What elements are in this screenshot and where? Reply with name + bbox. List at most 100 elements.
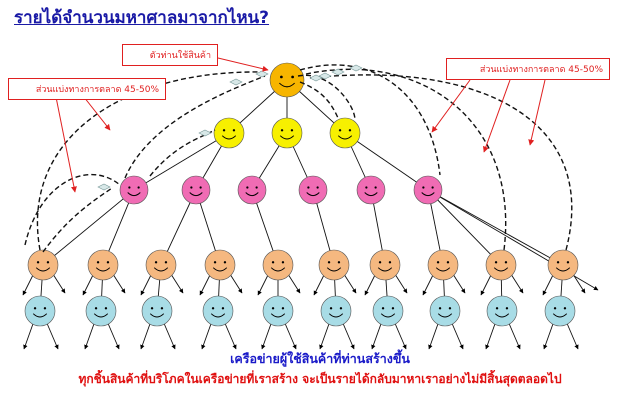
face-level-2 [298, 175, 328, 205]
link-arrow [565, 320, 579, 350]
smiley-face-icon [141, 295, 173, 327]
coin-marker [255, 70, 269, 78]
link-arrow [106, 320, 120, 350]
face-level-4 [202, 295, 234, 327]
smiley-face-icon [24, 295, 56, 327]
smiley-face-icon [262, 295, 294, 327]
face-level-1 [329, 117, 361, 149]
link-arrow [261, 320, 273, 350]
link-line [42, 189, 135, 266]
coin-marker [229, 78, 243, 86]
commission-arcs [24, 64, 573, 253]
smiley-face-icon [85, 295, 117, 327]
link-arrow [319, 320, 331, 350]
smiley-face-icon [202, 295, 234, 327]
link-arrow [283, 320, 297, 350]
face-level-1 [213, 117, 245, 149]
face-level-2 [119, 175, 149, 205]
arc-right-3 [309, 74, 573, 251]
face-level-3 [262, 249, 294, 281]
face-level-4 [486, 295, 518, 327]
link-arrow [428, 320, 440, 350]
face-level-4 [320, 295, 352, 327]
coin-marker [349, 64, 363, 72]
arrow-share-right-1 [431, 79, 471, 133]
smiley-face-icon [262, 249, 294, 281]
coin-marker [331, 68, 345, 76]
smiley-face-icon [27, 249, 59, 281]
coin-marker [309, 74, 323, 82]
link-arrow [507, 320, 521, 350]
smiley-face-icon [213, 117, 245, 149]
page-title: รายได้จำนวนมหาศาลมาจากไหน? [14, 8, 270, 28]
arc-left-low [24, 174, 121, 246]
arrow-share-right-3 [528, 79, 546, 146]
link-arrow [140, 320, 152, 350]
link-arrow [223, 320, 237, 350]
arc-right-l1b [299, 81, 339, 119]
smiley-face-icon [298, 175, 328, 205]
link-arrow [45, 320, 59, 350]
smiley-face-icon [320, 295, 352, 327]
face-level-3 [27, 249, 59, 281]
face-level-4 [544, 295, 576, 327]
caption-network: เครือข่ายผู้ใช้สินค้าที่ท่านสร้างขึ้น [230, 351, 410, 366]
arc-left-mid [124, 75, 266, 179]
smiley-face-icon [119, 175, 149, 205]
smiley-face-icon [547, 249, 579, 281]
callout-arrows [54, 57, 546, 193]
link-arrow [23, 320, 35, 350]
smiley-face-icon [356, 175, 386, 205]
arc-right-l1 [297, 74, 356, 121]
smiley-face-icon [318, 249, 350, 281]
arc-right-1 [299, 64, 441, 176]
link-arrow [84, 320, 96, 350]
link-arrow [371, 320, 383, 350]
face-level-2 [237, 175, 267, 205]
arc-right-2 [305, 68, 507, 251]
link-arrow [341, 320, 355, 350]
coin-marker [198, 129, 212, 137]
callout-share-right: ส่วนแบ่งทางการตลาด 45-50% [446, 58, 610, 80]
link-line [427, 189, 564, 266]
link-arrow [485, 320, 497, 350]
face-level-4 [372, 295, 404, 327]
link-line [427, 189, 502, 266]
smiley-face-icon [181, 175, 211, 205]
arc-l1-left [149, 129, 216, 177]
link-arrow [450, 320, 464, 350]
face-level-2 [413, 175, 443, 205]
caption-income: ทุกชิ้นสินค้าที่บริโภคในเครือข่ายที่เราส… [78, 372, 562, 386]
smiley-face-icon [271, 117, 303, 149]
arrow-share-right-2 [483, 79, 511, 153]
smiley-face-icon [237, 175, 267, 205]
face-level-3 [547, 249, 579, 281]
smiley-face-icon [87, 249, 119, 281]
smiley-face-icon [413, 175, 443, 205]
smiley-face-icon [329, 117, 361, 149]
callout-share-left: ส่วนแบ่งทางการตลาด 45-50% [8, 78, 166, 100]
face-level-1 [271, 117, 303, 149]
smiley-face-icon [372, 295, 404, 327]
smiley-face-icon [486, 295, 518, 327]
smiley-face-icon [204, 249, 236, 281]
face-top [269, 62, 305, 98]
smiley-face-icon [145, 249, 177, 281]
face-level-4 [24, 295, 56, 327]
face-level-4 [141, 295, 173, 327]
smiley-face-icon [485, 249, 517, 281]
link-line [133, 132, 230, 191]
link-arrow [201, 320, 213, 350]
arrow-share-left-2 [54, 91, 77, 193]
link-arrow [393, 320, 407, 350]
coin-marker [97, 183, 111, 191]
face-level-3 [204, 249, 236, 281]
smiley-face-icon [544, 295, 576, 327]
face-level-3 [369, 249, 401, 281]
face-level-3 [145, 249, 177, 281]
smiley-face-icon [427, 249, 459, 281]
coin-marker [318, 72, 332, 80]
tree-faces [24, 62, 579, 327]
face-level-3 [485, 249, 517, 281]
